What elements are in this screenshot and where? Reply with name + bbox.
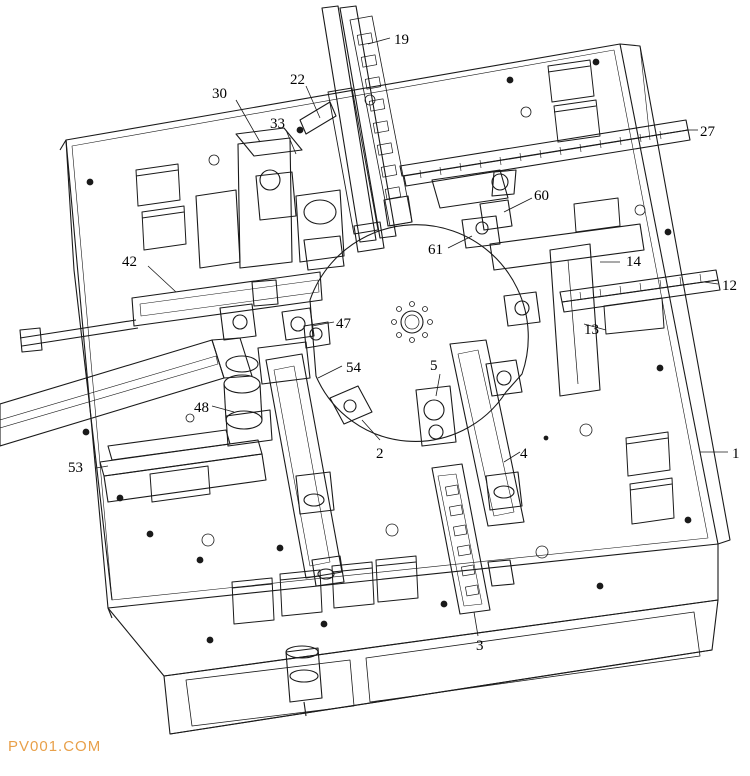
station-2 (303, 321, 373, 425)
label-3: 3 (476, 638, 484, 654)
station-5 (415, 291, 541, 527)
label-33: 33 (270, 116, 285, 132)
mounting-holes (82, 58, 692, 644)
left-upper-station (195, 101, 345, 271)
label-47: 47 (336, 316, 352, 332)
label-14: 14 (626, 254, 642, 270)
base-table (59, 43, 731, 735)
drive-motor (285, 645, 323, 717)
label-13: 13 (584, 322, 599, 338)
leader-lines (95, 37, 728, 637)
foot-pads (135, 59, 675, 625)
rotary-turntable (309, 224, 529, 442)
reference-numerals: 19 22 30 33 27 60 61 14 12 42 47 13 5 54… (68, 32, 740, 654)
top-feed-rail (321, 5, 413, 253)
label-54: 54 (346, 360, 362, 376)
label-60: 60 (534, 188, 549, 204)
station-48 (223, 355, 273, 447)
label-61: 61 (428, 242, 443, 258)
lower-left-slide (257, 341, 345, 587)
watermark: PV001.COM (8, 738, 102, 755)
label-4: 4 (520, 446, 528, 462)
feed-chute (0, 337, 253, 447)
left-slide-arm (19, 271, 323, 353)
label-42: 42 (122, 254, 137, 270)
label-1: 1 (732, 446, 740, 462)
label-27: 27 (700, 124, 716, 140)
station-60 (461, 169, 517, 249)
label-53: 53 (68, 460, 83, 476)
label-12: 12 (722, 278, 737, 294)
label-30: 30 (212, 86, 227, 102)
label-5: 5 (430, 358, 438, 374)
label-48: 48 (194, 400, 209, 416)
bracket-53 (99, 429, 267, 503)
bottom-conveyor (431, 463, 515, 615)
rack-rail-lower (489, 223, 721, 397)
label-22: 22 (290, 72, 305, 88)
label-2: 2 (376, 446, 384, 462)
label-19: 19 (394, 32, 409, 48)
